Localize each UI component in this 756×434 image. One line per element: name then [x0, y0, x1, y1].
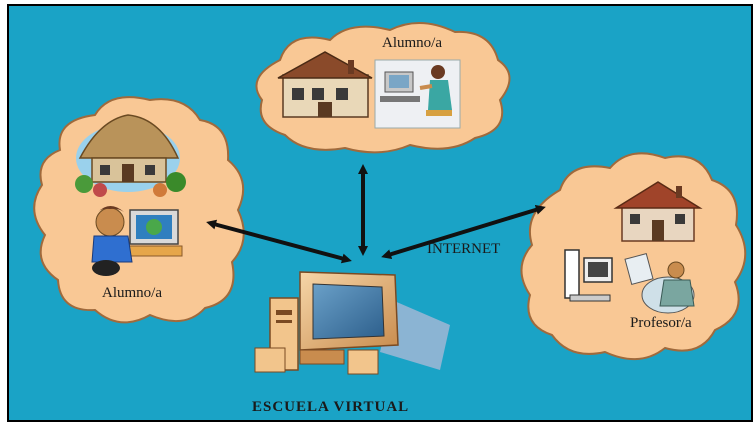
computer-icon: [564, 249, 613, 302]
house-icon: [613, 181, 703, 242]
student-at-computer-icon: [91, 206, 183, 276]
label-left-student: Alumno/a: [102, 285, 162, 301]
connection-arrows: [206, 164, 546, 264]
label-center: ESCUELA VIRTUAL: [252, 399, 409, 415]
label-top-student: Alumno/a: [382, 35, 442, 51]
teacher-icon: [624, 252, 695, 314]
house-icon: [277, 51, 373, 118]
label-network: INTERNET: [427, 241, 500, 257]
label-teacher: Profesor/a: [630, 315, 692, 331]
computer-icon: [254, 271, 450, 375]
student-at-computer-icon: [374, 59, 461, 129]
thatched-house-icon: [75, 114, 186, 197]
arrow-right-center: [381, 204, 546, 260]
arrow-left-center: [206, 219, 352, 264]
